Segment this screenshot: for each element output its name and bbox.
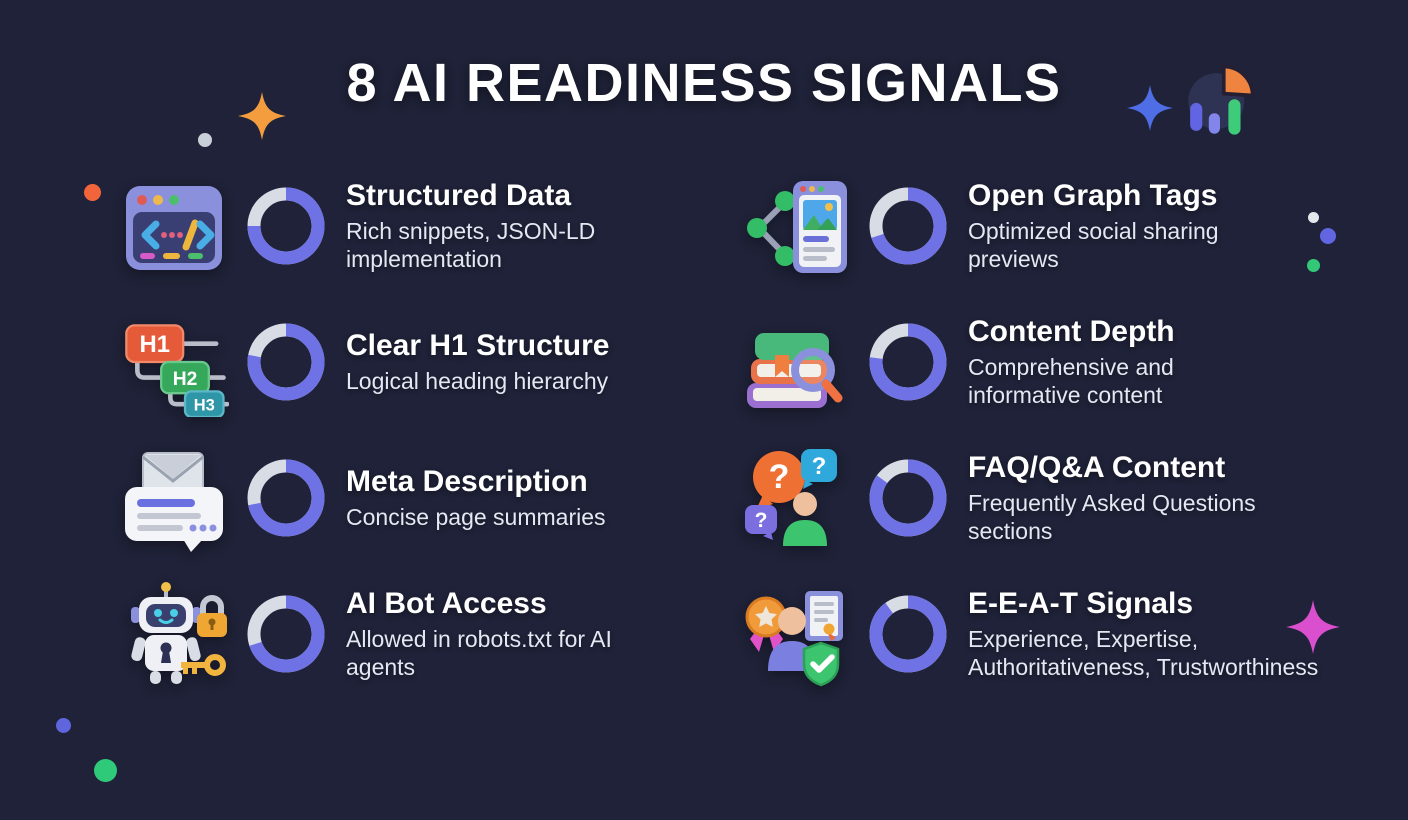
progress-ring [869,459,947,537]
progress-ring [869,595,947,673]
svg-text:?: ? [812,453,827,480]
envelope-note-icon [118,442,230,554]
green-dot-large [94,759,117,782]
signal-title: Meta Description [346,464,588,498]
signal-description: Frequently Asked Questions sections [968,490,1256,545]
badge-certificate-shield-icon [740,578,852,690]
signal-description: Rich snippets, JSON-LD implementation [346,218,596,273]
signal-title: AI Bot Access [346,586,547,620]
orange-dot [84,184,101,201]
progress-ring [247,187,325,265]
signal-description: Allowed in robots.txt for AI agents [346,626,612,681]
signal-description: Experience, Expertise, Authoritativeness… [968,626,1319,681]
blue-dot [56,718,71,733]
svg-text:H3: H3 [194,397,215,415]
pink-sparkle-icon [1286,600,1340,654]
signal-item-faq: ? ? ? FAQ/Q&A Content Frequently Asked Q… [740,430,1408,566]
heading-hierarchy-icon: H1 H2 H3 [118,306,230,418]
signal-item-meta-description: Meta Description Concise page summaries [118,430,740,566]
books-magnifier-icon [740,306,852,418]
signal-item-ai-bot-access: AI Bot Access Allowed in robots.txt for … [118,566,740,702]
svg-text:?: ? [755,509,768,532]
orange-sparkle-icon [238,92,286,140]
progress-ring [869,187,947,265]
white-dot [1308,212,1319,223]
code-window-icon [118,170,230,282]
header: 8 AI READINESS SIGNALS [0,52,1408,135]
progress-ring [247,595,325,673]
signal-description: Logical heading hierarchy [346,368,609,395]
gray-dot [198,133,212,147]
robot-lock-key-icon [118,578,230,690]
signal-description: Comprehensive and informative content [968,354,1174,409]
signal-title: Structured Data [346,178,572,212]
svg-text:?: ? [769,458,790,496]
signal-description: Optimized social sharing previews [968,218,1219,273]
page-title: 8 AI READINESS SIGNALS [346,53,1062,113]
share-preview-icon [740,170,852,282]
signal-title: E-E-A-T Signals [968,586,1194,620]
svg-text:H2: H2 [173,369,198,390]
signals-grid: Structured Data Rich snippets, JSON-LD i… [0,158,1408,702]
signal-title: FAQ/Q&A Content [968,450,1226,484]
progress-ring [247,323,325,401]
signal-item-eeat: E-E-A-T Signals Experience, Expertise, A… [740,566,1408,702]
green-dot [1307,259,1320,272]
svg-text:H1: H1 [140,331,170,358]
signal-item-content-depth: Content Depth Comprehensive and informat… [740,294,1408,430]
progress-ring [869,323,947,401]
blue-sparkle-icon [1127,85,1173,131]
signal-title: Clear H1 Structure [346,328,610,362]
signal-title: Content Depth [968,314,1175,348]
purple-dot [1320,228,1336,244]
signal-description: Concise page summaries [346,504,606,531]
progress-ring [247,459,325,537]
signal-item-structured-data: Structured Data Rich snippets, JSON-LD i… [118,158,740,294]
signal-item-h1-structure: H1 H2 H3 Clear H1 Structure Logical head… [118,294,740,430]
question-bubbles-icon: ? ? ? [740,442,852,554]
pie-bar-chart-icon [1188,64,1255,135]
signal-title: Open Graph Tags [968,178,1218,212]
signal-item-open-graph: Open Graph Tags Optimized social sharing… [740,158,1408,294]
